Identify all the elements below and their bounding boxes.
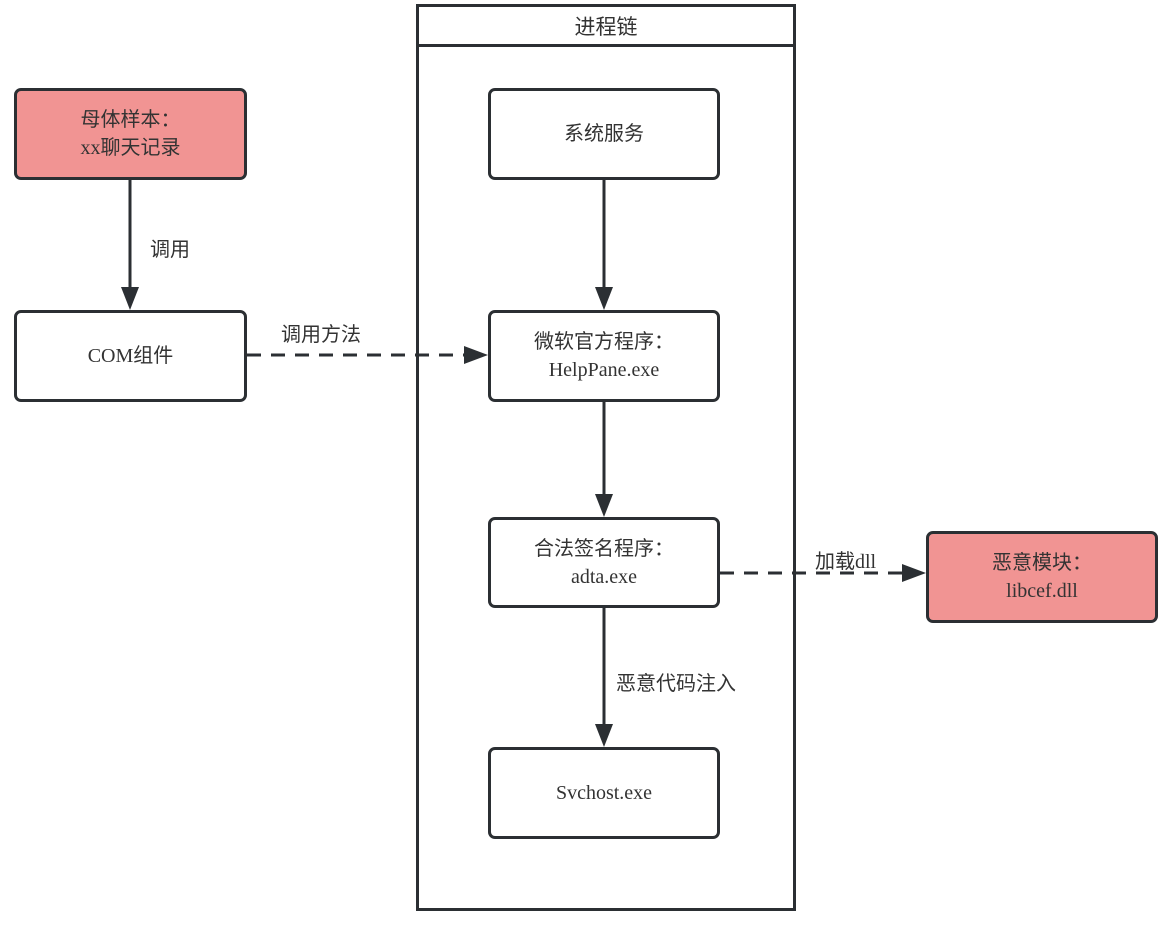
node-parent-sample: 母体样本： xx聊天记录 [14, 88, 247, 180]
node-parent-sample-line2: xx聊天记录 [80, 137, 181, 159]
process-chain-container: 进程链 [416, 4, 796, 911]
node-adta-line2: adta.exe [570, 565, 638, 588]
arrowhead-service-to-helppane [595, 287, 613, 310]
arrowhead-parent-to-com [121, 287, 139, 310]
edge-label-adta-to-module: 加载dll [815, 551, 877, 573]
arrowhead-adta-to-svchost [595, 724, 613, 747]
node-adta-line1: 合法签名程序： [534, 537, 674, 560]
process-chain-title: 进程链 [419, 7, 793, 47]
node-com-component-line1: COM组件 [87, 345, 174, 367]
arrowhead-adta-to-module [902, 564, 926, 582]
node-helppane-line2: HelpPane.exe [548, 359, 660, 381]
arrowhead-com-to-helppane [464, 346, 488, 364]
node-svchost: Svchost.exe [488, 747, 720, 839]
node-malicious-module-line2: libcef.dll [1006, 580, 1078, 602]
arrowhead-helppane-to-adta [595, 494, 613, 517]
node-malicious-module: 恶意模块： libcef.dll [926, 531, 1158, 623]
edge-label-com-to-helppane: 调用方法 [281, 324, 361, 346]
node-malicious-module-line1: 恶意模块： [992, 552, 1092, 574]
edge-label-adta-to-svchost: 恶意代码注入 [616, 673, 736, 695]
node-svchost-line1: Svchost.exe [555, 782, 653, 804]
node-com-component: COM组件 [14, 310, 247, 402]
node-system-service: 系统服务 [488, 88, 720, 180]
edge-label-parent-to-com: 调用 [150, 239, 190, 261]
node-adta: 合法签名程序： adta.exe [488, 517, 720, 608]
node-parent-sample-line1: 母体样本： [80, 109, 181, 131]
node-system-service-line1: 系统服务 [564, 123, 644, 145]
node-helppane-line1: 微软官方程序： [534, 331, 674, 353]
node-helppane: 微软官方程序： HelpPane.exe [488, 310, 720, 402]
